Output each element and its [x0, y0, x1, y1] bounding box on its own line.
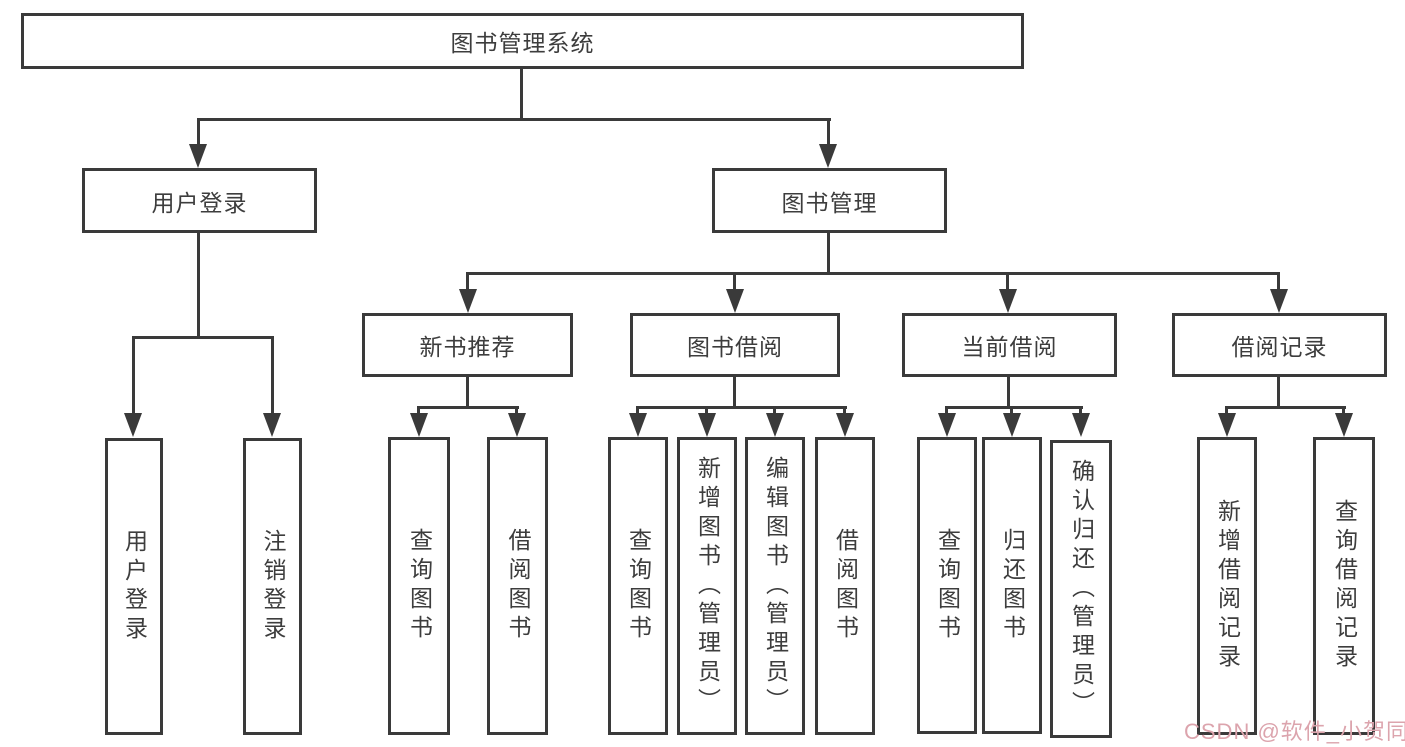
- leaf-user-login-label: 用户登录: [121, 528, 148, 645]
- connector-section-stub: [733, 377, 736, 409]
- leaf-logout: 注销登录: [243, 438, 302, 735]
- node-borrow-records: 借阅记录: [1172, 313, 1387, 377]
- node-current-borrow-label: 当前借阅: [961, 334, 1058, 360]
- leaf-borrow-books-label: 借阅图书: [832, 528, 859, 644]
- leaf-user-login: 用户登录: [105, 438, 163, 735]
- node-new-book-recommend: 新书推荐: [362, 313, 573, 377]
- connector-section-stub: [1007, 377, 1010, 409]
- arrow-down-icon: [189, 144, 207, 168]
- connector-root-split: [197, 118, 831, 121]
- node-new-book-recommend-label: 新书推荐: [419, 334, 516, 360]
- csdn-watermark: CSDN @软件_小贺同学: [1184, 719, 1405, 744]
- connector-section-split: [636, 406, 847, 409]
- node-book-borrow-label: 图书借阅: [687, 334, 783, 360]
- arrow-down-icon: [1003, 413, 1021, 437]
- node-user-login: 用户登录: [82, 168, 317, 233]
- connector-drop: [773, 406, 776, 418]
- leaf-query-books-recommend: 查询图书: [388, 437, 450, 735]
- node-current-borrow: 当前借阅: [902, 313, 1117, 377]
- arrow-down-icon: [766, 413, 784, 437]
- connector-drop: [466, 272, 469, 292]
- arrow-down-icon: [726, 289, 744, 313]
- connector-drop: [1277, 272, 1280, 292]
- connector-drop: [1342, 406, 1345, 418]
- leaf-borrow-books-recommend-label: 借阅图书: [505, 528, 531, 644]
- node-book-borrow: 图书借阅: [630, 313, 840, 377]
- connector-drop: [417, 406, 420, 418]
- connector-drop: [1079, 406, 1082, 418]
- arrow-down-icon: [698, 413, 716, 437]
- connector-drop: [1010, 406, 1013, 418]
- arrow-down-icon: [459, 289, 477, 313]
- arrow-down-icon: [1072, 413, 1090, 437]
- arrow-down-icon: [819, 144, 837, 168]
- connector-book-management-stub: [827, 233, 830, 275]
- leaf-return-books-label: 归还图书: [999, 527, 1026, 644]
- node-book-management: 图书管理: [712, 168, 947, 233]
- connector-drop: [705, 406, 708, 418]
- connector-to-book-management: [827, 118, 830, 150]
- leaf-edit-books-admin: 编辑图书（管理员）: [745, 437, 805, 735]
- leaf-return-books: 归还图书: [982, 437, 1042, 734]
- leaf-confirm-return-admin-label: 确认归还（管理员）: [1068, 458, 1095, 720]
- node-borrow-records-label: 借阅记录: [1231, 334, 1328, 360]
- connector-drop: [132, 336, 135, 416]
- node-library-management-system-label: 图书管理系统: [450, 30, 595, 56]
- leaf-query-borrow-record-label: 查询借阅记录: [1331, 499, 1358, 673]
- connector-section-split: [417, 406, 519, 409]
- arrow-down-icon: [1335, 413, 1353, 437]
- connector-drop: [843, 406, 846, 418]
- arrow-down-icon: [836, 413, 854, 437]
- node-library-management-system: 图书管理系统: [21, 13, 1024, 69]
- connector-drop: [733, 272, 736, 292]
- leaf-query-borrow-record: 查询借阅记录: [1313, 437, 1375, 735]
- connector-drop: [515, 406, 518, 418]
- arrow-down-icon: [999, 289, 1017, 313]
- arrow-down-icon: [263, 413, 281, 437]
- leaf-query-books-borrow: 查询图书: [608, 437, 668, 735]
- connector-section-split: [945, 406, 1083, 409]
- leaf-confirm-return-admin: 确认归还（管理员）: [1050, 440, 1112, 738]
- arrow-down-icon: [1218, 413, 1236, 437]
- connector-section-stub: [466, 377, 469, 409]
- node-user-login-label: 用户登录: [151, 189, 248, 216]
- arrow-down-icon: [124, 413, 142, 437]
- arrow-down-icon: [1270, 289, 1288, 313]
- leaf-add-borrow-record: 新增借阅记录: [1197, 437, 1257, 735]
- leaf-query-books-current: 查询图书: [917, 437, 977, 734]
- connector-section-stub: [1277, 377, 1280, 409]
- arrow-down-icon: [938, 413, 956, 437]
- leaf-add-borrow-record-label: 新增借阅记录: [1214, 499, 1241, 673]
- leaf-query-books-borrow-label: 查询图书: [625, 528, 652, 644]
- arrow-down-icon: [410, 413, 428, 437]
- connector-section-split: [1225, 406, 1346, 409]
- connector-to-user-login: [197, 118, 200, 150]
- leaf-add-books-admin-label: 新增图书（管理员）: [694, 455, 721, 717]
- leaf-query-books-recommend-label: 查询图书: [406, 528, 433, 644]
- leaf-logout-label: 注销登录: [260, 528, 286, 645]
- connector-root-stub: [520, 66, 523, 118]
- leaf-query-books-current-label: 查询图书: [934, 527, 961, 644]
- connector-drop: [1006, 272, 1009, 292]
- arrow-down-icon: [629, 413, 647, 437]
- connector-user-login-stub: [197, 233, 200, 339]
- node-book-management-label: 图书管理: [781, 189, 878, 216]
- connector-book-management-split: [466, 272, 1280, 275]
- leaf-borrow-books: 借阅图书: [815, 437, 875, 735]
- connector-drop: [1225, 406, 1228, 418]
- connector-user-login-split: [132, 336, 274, 339]
- leaf-edit-books-admin-label: 编辑图书（管理员）: [762, 455, 789, 717]
- arrow-down-icon: [508, 413, 526, 437]
- connector-drop: [271, 336, 274, 416]
- connector-drop: [945, 406, 948, 418]
- leaf-add-books-admin: 新增图书（管理员）: [677, 437, 737, 735]
- leaf-borrow-books-recommend: 借阅图书: [487, 437, 548, 735]
- connector-drop: [636, 406, 639, 418]
